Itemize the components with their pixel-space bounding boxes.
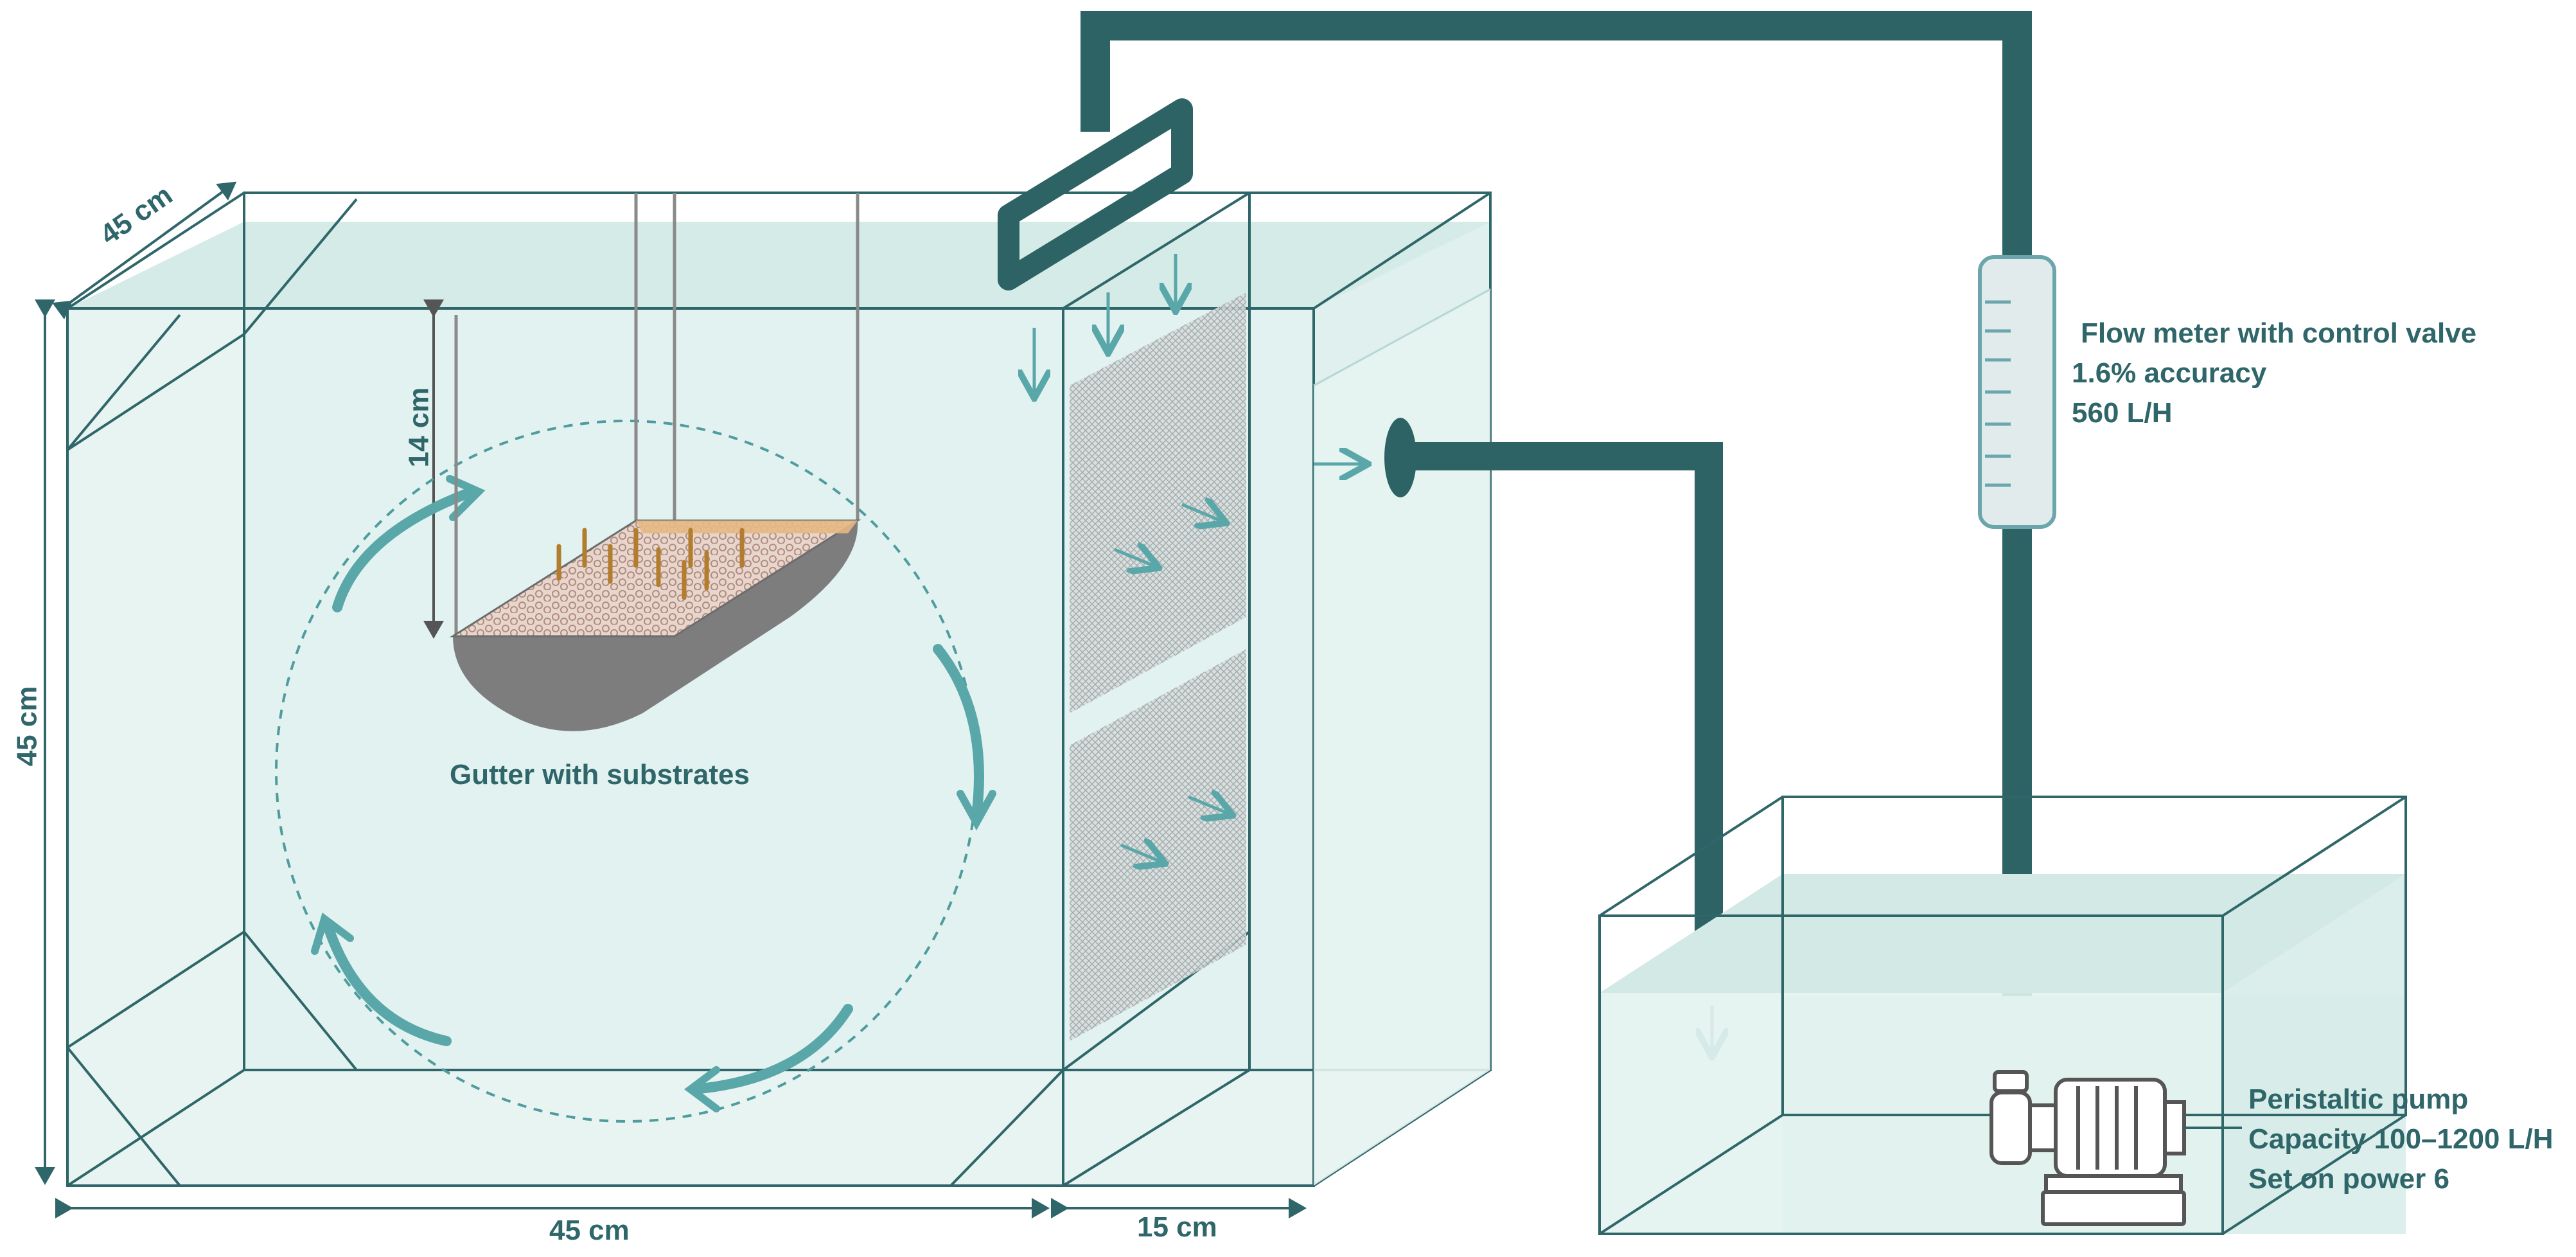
supply-pipe [1081,11,2032,1073]
main-tank [66,192,1492,1187]
flowmeter-label-line3: 560 L/H [2072,397,2173,429]
dim-height-label: 45 cm [11,686,43,767]
circulation-arrow-3 [689,1004,853,1094]
gutter-label: Gutter with substrates [450,759,750,790]
dim-depth-line [52,181,237,320]
dim-gutter-label: 14 cm [403,387,435,468]
pipes [1081,11,2032,1073]
mesh-screen-upper [1070,292,1246,713]
circulation-arrows [311,475,996,1112]
inflow-manifold [998,98,1193,290]
flowmeter-label-line2: 1.6% accuracy [2072,357,2267,389]
outlet-flange [1384,418,1416,497]
gutter [449,193,861,731]
circulation-arrow-2 [933,644,984,821]
tank-water-front [67,308,1314,1186]
tank-water-top [67,222,1490,308]
return-pipe [1400,442,1723,993]
circulation-arrow-1 [332,486,477,612]
dimension-lines [35,181,1307,1218]
flowmeter-label-line1: Flow meter with control valve [2081,317,2477,349]
flow-meter [1978,255,2056,529]
pump-label-line1: Peristaltic pump [2248,1083,2469,1115]
side-compartment-water [1314,289,1490,1186]
pump-label: Peristaltic pump Capacity 100–1200 L/H S… [2248,1080,2554,1199]
dim-width-main-label: 45 cm [549,1215,630,1246]
pump-label-line2: Capacity 100–1200 L/H [2248,1123,2554,1155]
pump [1989,1070,2186,1226]
pump-label-line3: Set on power 6 [2248,1163,2449,1195]
dim-width-side-label: 15 cm [1137,1211,1217,1243]
circulation-arrow-4 [322,920,452,1046]
flowmeter-label: Flow meter with control valve 1.6% accur… [2072,314,2476,433]
substrate-pegs [556,528,745,600]
